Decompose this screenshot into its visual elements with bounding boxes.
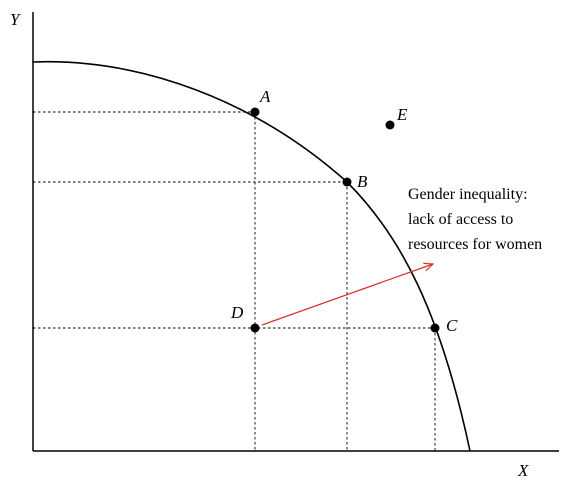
y-axis-label: Y	[10, 10, 21, 29]
point-d-dot	[250, 323, 260, 333]
annotation-line-2: lack of access to	[408, 211, 513, 228]
annotation-text-block: Gender inequality: lack of access to res…	[408, 186, 542, 253]
point-d-label: D	[230, 303, 244, 322]
annotation-line-3: resources for women	[408, 236, 542, 253]
point-e-dot	[385, 120, 395, 130]
shift-arrow	[261, 264, 433, 326]
point-c-label: C	[446, 316, 458, 335]
point-e-label: E	[396, 105, 408, 124]
x-axis-label: X	[517, 461, 529, 480]
points-group	[250, 107, 440, 333]
point-a-dot	[250, 107, 260, 117]
annotation-line-1: Gender inequality:	[408, 186, 528, 203]
point-a-label: A	[259, 87, 271, 106]
point-b-dot	[342, 177, 352, 187]
guide-lines	[33, 111, 436, 451]
point-c-dot	[430, 323, 440, 333]
point-b-label: B	[357, 172, 368, 191]
